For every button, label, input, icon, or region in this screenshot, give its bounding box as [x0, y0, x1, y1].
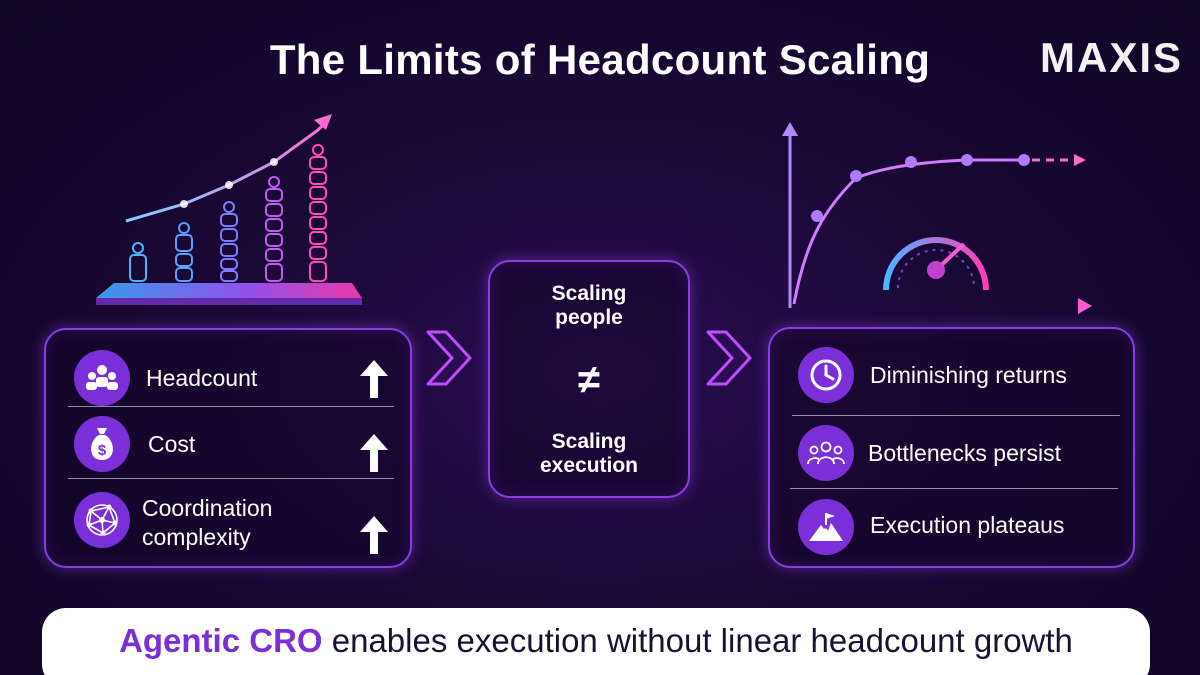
money-bag-icon: $ — [74, 416, 130, 472]
scaling-execution-line1: Scaling — [551, 430, 627, 453]
clock-icon — [798, 347, 854, 403]
divider — [790, 488, 1118, 489]
coordination-label-line2: complexity — [142, 524, 251, 550]
divider — [68, 406, 394, 407]
page-title: The Limits of Headcount Scaling — [269, 36, 931, 83]
bottom-banner: Agentic CRO enables execution without li… — [42, 608, 1150, 675]
chevron-right-icon — [706, 330, 752, 386]
outcomes-panel: Diminishing returns Bottlenecks persist … — [768, 327, 1135, 568]
banner-rest: enables execution without linear headcou… — [331, 622, 1073, 659]
logo-text: MAXIS — [1040, 34, 1184, 81]
arrow-up-icon — [360, 434, 388, 472]
svg-text:$: $ — [98, 442, 107, 459]
scaling-people-line2: people — [555, 306, 623, 329]
headcount-growth-illustration — [96, 114, 362, 305]
team-icon — [798, 425, 854, 481]
network-icon — [74, 492, 130, 548]
chevron-right-icon — [426, 330, 472, 386]
bottlenecks-label: Bottlenecks persist — [868, 440, 1062, 466]
scaling-execution-line2: execution — [539, 454, 639, 477]
not-equal-symbol: ≠ — [578, 358, 600, 402]
cost-label: Cost — [148, 431, 196, 457]
diminishing-returns-label: Diminishing returns — [870, 362, 1067, 388]
cost-factors-panel: Headcount $ Cost — [44, 328, 412, 568]
scaling-people-line1: Scaling — [551, 282, 627, 305]
people-icon — [74, 350, 130, 406]
execution-plateaus-label: Execution plateaus — [870, 512, 1065, 538]
mountain-flag-icon — [798, 499, 854, 555]
maxis-logo: MAXIS — [1040, 36, 1181, 80]
banner-accent: Agentic CRO — [119, 622, 323, 659]
divider — [792, 415, 1120, 416]
headcount-label: Headcount — [146, 365, 258, 391]
divider — [68, 478, 394, 479]
scaling-execution-text: Scaling execution — [490, 430, 688, 478]
coordination-label: Coordination complexity — [142, 494, 272, 552]
plateau-chart-illustration — [782, 122, 1092, 314]
scaling-comparison-panel: Scaling people ≠ Scaling execution — [488, 260, 690, 498]
arrow-up-icon — [360, 516, 388, 554]
banner-text: Agentic CRO enables execution without li… — [42, 622, 1150, 660]
scaling-people-text: Scaling people — [490, 282, 688, 330]
arrow-up-icon — [360, 360, 388, 398]
coordination-label-line1: Coordination — [142, 495, 273, 521]
